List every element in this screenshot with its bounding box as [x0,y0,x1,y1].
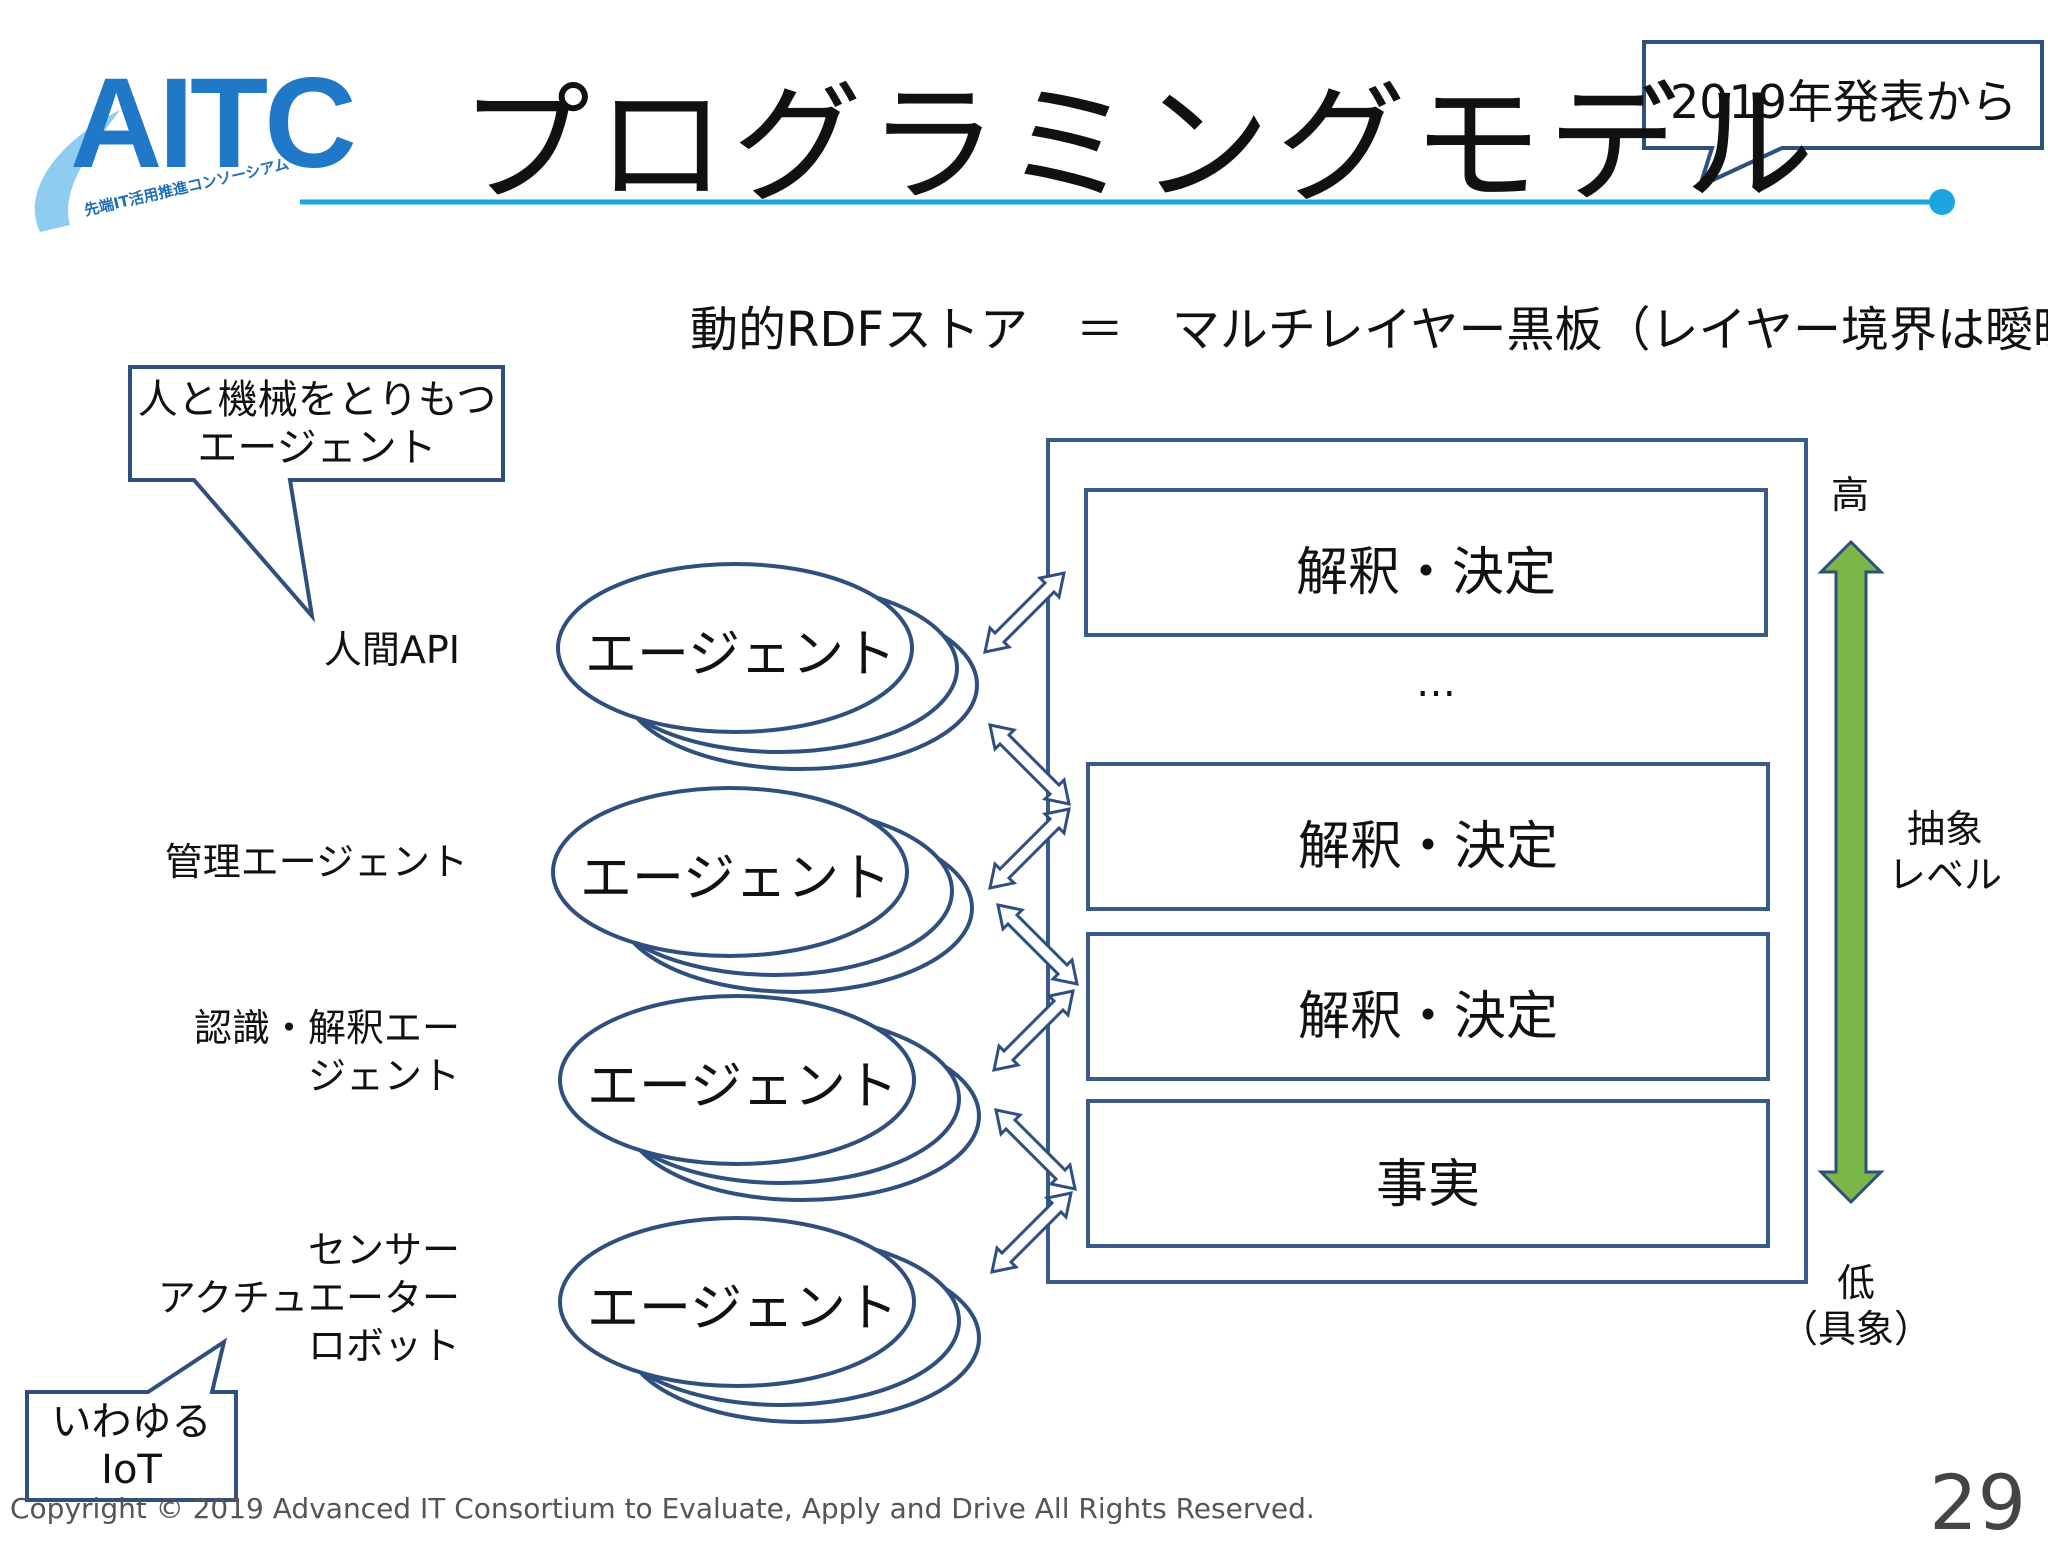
label-sensors-line-2: アクチュエーター [157,1276,460,1320]
agent-label-3: エージェント [587,1057,898,1117]
connector-arrow-6 [994,1108,1077,1191]
label-sensors-line-3: ロボット [307,1324,460,1368]
label-recognition-agent: 認識・解釈エー ジェント [194,1004,460,1100]
layer-box-1 [1084,488,1768,637]
layer-box-4 [1086,1099,1770,1248]
layer-label-3: 解釈・決定 [1297,987,1558,1047]
label-sensors: センサー アクチュエーター ロボット [158,1226,460,1370]
agent-stack-1 [556,562,979,771]
connector-arrow-4 [996,903,1079,986]
page-number: 29 [1929,1458,2026,1547]
abstraction-level: 抽象 レベル [1880,806,2010,898]
layer-label-4: 事実 [1375,1155,1480,1215]
abstraction-low-line-1: 低 [1836,1261,1875,1305]
agent-stack-2 [551,786,974,994]
badge-bubble [1642,40,2044,190]
connector-arrow-2 [988,723,1071,806]
label-sensors-line-1: センサー [307,1228,460,1272]
connector-arrow-7 [990,1191,1073,1274]
callout-bottom-text: いわゆる IoT [29,1398,234,1494]
abstraction-arrow [1817,539,1885,1205]
callout-bottom-bubble [25,1337,238,1502]
agent-stack-3 [558,994,981,1202]
abstraction-level-line-1: 抽象 [1906,807,1983,851]
callout-top-text: 人と機械をとりもつ エージェント [132,376,502,472]
copyright-text: Copyright © 2019 Advanced IT Consortium … [10,1492,1315,1525]
logo-wordmark: AITC [70,52,357,195]
abstraction-high: 高 [1830,473,1869,517]
callout-top-line-2: エージェント [197,425,437,471]
agent-stack-4 [558,1216,981,1424]
label-management-agent: 管理エージェント [164,840,468,884]
layer-ellipsis: … [1416,660,1456,706]
agent-label-4: エージェント [587,1279,898,1339]
callout-bottom-line-2: IoT [101,1447,162,1493]
agent-label-2: エージェント [580,849,891,909]
subtitle: 動的RDFストア ＝ マルチレイヤー黒板（レイヤー境界は曖昧） [690,302,2048,358]
badge-label: 2019年発表から [1670,75,2018,129]
layer-box-2 [1086,762,1770,911]
label-recognition-line-1: 認識・解釈エー [193,1006,460,1050]
abstraction-level-line-2: レベル [1887,853,2002,897]
agent-label-1: エージェント [585,625,896,685]
callout-top-line-1: 人と機械をとりもつ [137,377,497,423]
abstraction-low-line-2: （具象） [1779,1307,1932,1351]
layer-box-3 [1086,932,1770,1081]
layer-label-1: 解釈・決定 [1295,543,1556,603]
label-human-api: 人間API [323,628,460,672]
callout-top-bubble [128,365,505,623]
title-underline-dot [1929,189,1955,215]
page-title: プログラミングモデル [460,69,1821,221]
connector-arrow-5 [992,989,1075,1072]
abstraction-low: 低 （具象） [1776,1260,1936,1352]
layer-label-2: 解釈・決定 [1297,817,1558,877]
connector-arrow-3 [988,807,1071,890]
label-recognition-line-2: ジェント [307,1054,460,1098]
connector-arrow-1 [983,571,1066,654]
callout-bottom-line-1: いわゆる [51,1399,212,1445]
logo-swoosh [34,110,120,232]
